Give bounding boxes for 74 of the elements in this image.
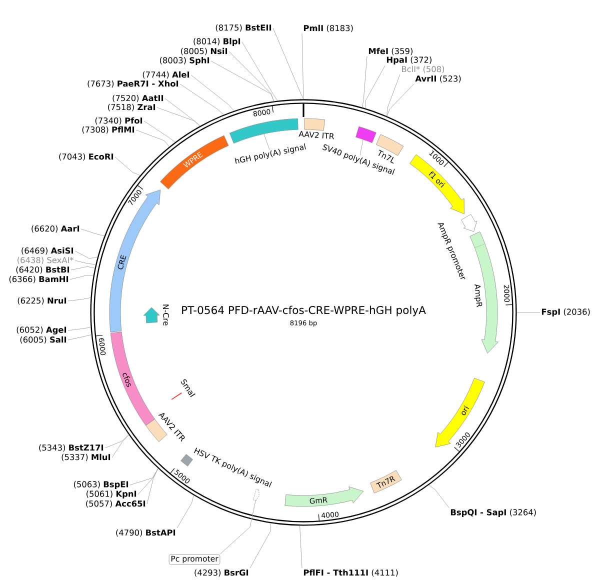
site-label: (6005) SalI	[20, 336, 66, 344]
site-label: (7043) EcoRI	[59, 153, 114, 161]
site-label: (6420) BstBI	[16, 266, 70, 274]
site-label: (6620) AarI	[32, 225, 80, 233]
leader-line	[228, 51, 274, 102]
leader-line	[180, 84, 224, 115]
site-label: (8014) BlpI	[194, 38, 240, 46]
leader-line	[130, 468, 158, 486]
site-label: FspI (2036)	[542, 308, 590, 316]
site-label: (7340) PfoI	[95, 117, 142, 125]
leader-line	[176, 495, 194, 528]
site-label: (5337) MluI	[62, 454, 110, 462]
site-label: (8003) SphI	[160, 57, 210, 65]
site-label: (5343) BstZ17I	[39, 444, 104, 452]
leader-line	[250, 522, 271, 568]
site-label: (7308) PflMI	[82, 126, 134, 134]
leader-line	[264, 134, 270, 150]
site-label: MfeI (359)	[368, 48, 412, 56]
leader-line	[80, 228, 105, 236]
site-label: (6225) NruI	[18, 297, 66, 305]
leader-line	[70, 266, 96, 270]
feature-box	[229, 118, 298, 144]
site-label: HpaI (372)	[386, 56, 432, 64]
site-label: AvrII (523)	[415, 75, 461, 83]
leader-line	[242, 42, 278, 102]
leader-line	[144, 120, 176, 142]
site-label: (5061) KpnI	[86, 490, 136, 498]
leader-line	[70, 275, 94, 280]
site-label: (6438) SexAI*	[18, 256, 74, 264]
feature-arc	[253, 489, 260, 502]
site-label: (7518) ZraI	[108, 104, 156, 112]
leader-line	[360, 139, 364, 156]
leader-line	[220, 500, 256, 554]
site-label: (5057) Acc65I	[86, 500, 146, 508]
leader-line	[136, 130, 170, 147]
leader-line	[112, 434, 130, 458]
leader-line	[164, 98, 200, 126]
feature-box	[356, 126, 376, 144]
leader-line	[146, 468, 158, 504]
map-title: PT-0564 PFD-rAAV-cfos-CRE-WPRE-hGH polyA	[182, 306, 426, 316]
site-label: (5063) BspEI	[74, 481, 128, 489]
leader-line	[386, 74, 400, 116]
leader-line	[386, 84, 414, 116]
site-label: (7744) AleI	[142, 71, 190, 79]
leader-line	[362, 56, 368, 108]
leader-line	[114, 156, 140, 176]
site-label: (4790) BstAPI	[116, 529, 176, 537]
site-label: BspQI - SapI (3264)	[450, 509, 536, 517]
leader-line	[68, 327, 91, 331]
site-label: (8175) BstEII	[216, 24, 272, 32]
site-label: (6052) AgeI	[16, 326, 66, 334]
site-label: (6469) AsiSI	[22, 247, 74, 255]
site-label: (7673) PaeR7I - XhoI	[88, 80, 178, 88]
leader-line	[104, 434, 130, 448]
leader-line	[210, 60, 274, 102]
site-label: (6366) BamHI	[9, 276, 68, 284]
leader-line	[68, 334, 92, 340]
leader-line	[68, 297, 91, 302]
leader-line	[156, 107, 200, 126]
leader-line	[74, 260, 96, 265]
site-label: BclI* (508)	[402, 66, 444, 74]
leader-line	[302, 33, 304, 100]
leader-line	[74, 250, 98, 259]
leader-line	[365, 65, 386, 109]
leader-line	[300, 526, 302, 568]
leader-line	[516, 312, 540, 313]
site-label: PflFI - Tth111I (4111)	[304, 569, 398, 577]
leader-line	[428, 484, 450, 508]
leader-line	[190, 74, 234, 112]
site-label: (7520) AatII	[112, 94, 164, 102]
site-label: PmlI (8183)	[304, 24, 353, 32]
site-label: (8005) NsiI	[181, 48, 228, 56]
site-label: (4293) BsrGI	[194, 569, 248, 577]
leader-line	[272, 28, 304, 100]
